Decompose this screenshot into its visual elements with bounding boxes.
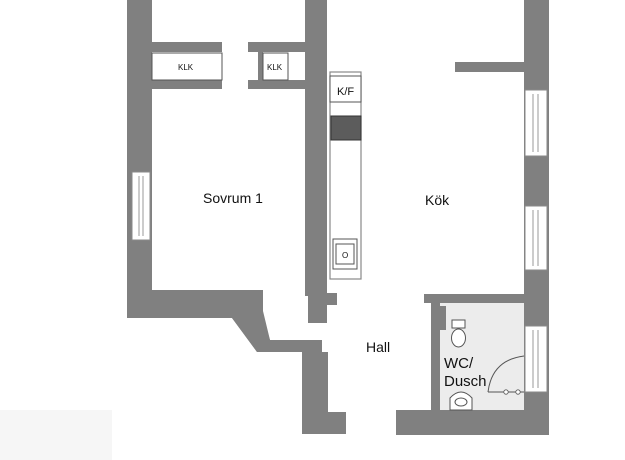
bathroom-left-wall	[431, 294, 440, 410]
fridge-freezer	[329, 75, 362, 103]
room-label-kitchen: Kök	[425, 192, 450, 208]
window-kitchen-2	[524, 205, 548, 271]
entry-lower-wall	[232, 318, 346, 434]
room-label-bathroom-line1: WC/	[444, 355, 474, 372]
room-label-bedroom: Sovrum 1	[203, 190, 263, 206]
closet-bottom-wall-right	[248, 80, 308, 89]
sink-icon	[449, 391, 473, 411]
closet-top-wall-left	[152, 42, 222, 52]
closet-left	[151, 52, 223, 81]
floor-shadow	[0, 410, 112, 460]
left-outer-wall	[127, 0, 152, 292]
room-label-hall: Hall	[366, 339, 390, 355]
kitchen-wall-stub	[455, 62, 525, 72]
toilet-icon	[451, 319, 466, 348]
bathroom-top-wall	[424, 294, 524, 303]
oven-inner	[335, 243, 355, 265]
closet-right-label: KLK	[267, 63, 283, 72]
bedroom-kitchen-wall-mid	[305, 48, 327, 296]
bathroom-left-jamb	[440, 306, 446, 330]
bedroom-kitchen-wall-lower	[308, 293, 327, 323]
oven-label: O	[342, 251, 348, 260]
closet-divider	[258, 52, 263, 80]
window-kitchen-1	[524, 89, 548, 157]
bottom-wall-right	[396, 410, 549, 435]
closet-bottom-wall-left	[152, 80, 222, 89]
closet-left-label: KLK	[178, 63, 194, 72]
window-bedroom	[131, 171, 151, 241]
fridge-freezer-label: K/F	[337, 86, 354, 98]
bedroom-kitchen-wall	[305, 0, 327, 48]
shower-icon	[487, 355, 525, 395]
room-label-bathroom-line2: Dusch	[444, 373, 487, 390]
closet-right	[262, 52, 289, 81]
stove	[330, 115, 362, 141]
closet-top-wall-right	[248, 42, 308, 52]
door-stub	[327, 293, 337, 305]
windows	[131, 89, 548, 393]
window-bathroom	[524, 325, 548, 393]
